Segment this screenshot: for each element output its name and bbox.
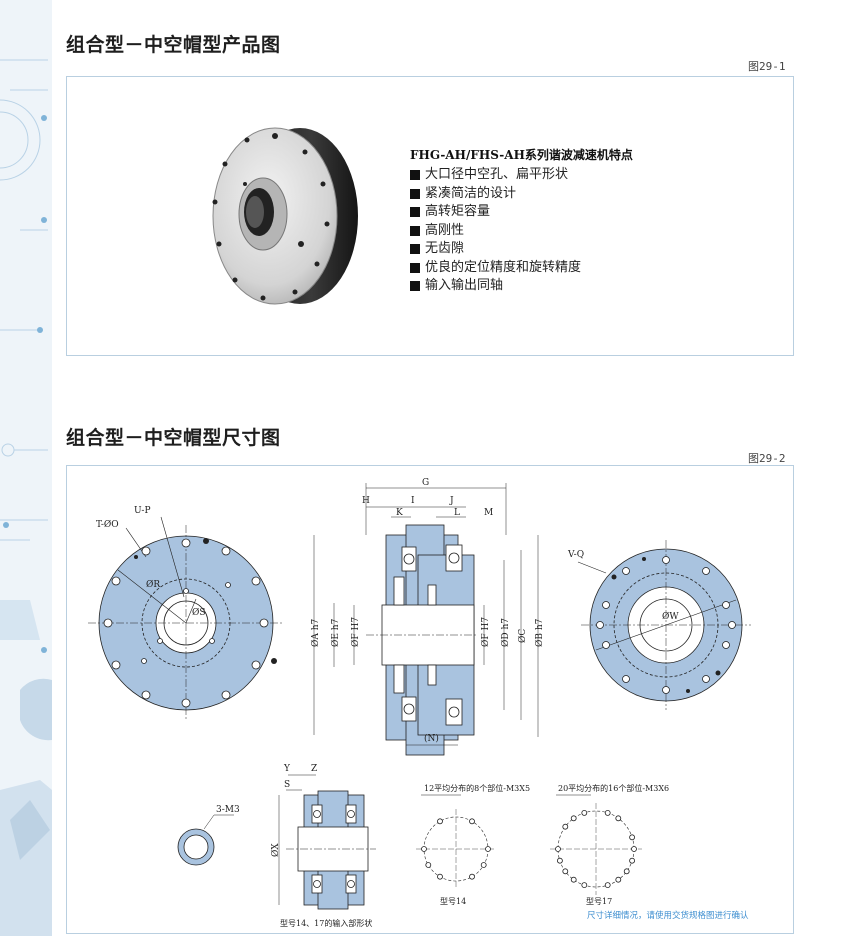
small-section-caption: 型号14、17的输入部形状 xyxy=(280,918,372,928)
feature-item: 优良的定位精度和旋转精度 xyxy=(410,259,633,278)
small-section-view xyxy=(278,774,376,910)
figure-label-29-1: 图29-1 xyxy=(748,60,786,73)
feature-item: 无齿隙 xyxy=(410,240,633,259)
dim-h: H xyxy=(362,496,370,506)
dim-j: J xyxy=(449,496,454,506)
pattern-14-view xyxy=(416,794,496,889)
product-photo xyxy=(212,127,358,305)
dim-k: K xyxy=(396,508,403,518)
dim-s: S xyxy=(284,780,290,790)
features-block: FHG-AH/FHS-AH系列谐波减速机特点 大口径中空孔、扁平形状 紧凑简洁的… xyxy=(410,146,633,296)
label-s: ØS xyxy=(192,607,206,618)
features-title: FHG-AH/FHS-AH系列谐波减速机特点 xyxy=(410,148,633,162)
dim-y: Y xyxy=(283,764,291,774)
feature-item: 紧凑简洁的设计 xyxy=(410,185,633,204)
pattern-17-note: 20平均分布的16个部位-M3X6 xyxy=(558,783,669,793)
pattern-17-view xyxy=(550,794,642,895)
pattern-14-note: 12平均分布的8个部位-M3X5 xyxy=(424,783,530,793)
bullet-square-icon xyxy=(410,188,420,199)
dim-f-right: ØF H7 xyxy=(480,617,491,647)
small-ring-view xyxy=(177,814,234,866)
dim-i: I xyxy=(411,496,415,506)
dim-d: ØD h7 xyxy=(500,618,511,647)
feature-item: 高转矩容量 xyxy=(410,203,633,222)
bullet-square-icon xyxy=(410,244,420,255)
feature-item: 输入输出同轴 xyxy=(410,277,633,296)
dim-x: ØX xyxy=(270,843,281,857)
right-front-view xyxy=(577,540,751,710)
label-w: ØW xyxy=(662,611,679,622)
label-v: V-Q xyxy=(567,550,584,560)
small-ring-label: 3-M3 xyxy=(216,805,240,815)
feature-item: 高刚性 xyxy=(410,222,633,241)
left-front-view xyxy=(88,516,284,721)
features-list: 大口径中空孔、扁平形状 紧凑简洁的设计 高转矩容量 高刚性 无齿隙 优良的定位精… xyxy=(410,166,633,296)
product-frame xyxy=(66,76,794,356)
section-view xyxy=(313,483,539,756)
dim-n: (N) xyxy=(424,733,439,744)
product-section-title: 组合型－中空帽型产品图 xyxy=(66,34,281,56)
footnote: 尺寸详细情况，请使用交货规格图进行确认 xyxy=(587,911,749,921)
dim-m: M xyxy=(484,508,493,518)
dimension-drawing: T-ØO U-P ØR ØS G H I J K L M ØA h7 ØE h7… xyxy=(88,478,751,928)
dim-g: G xyxy=(422,478,429,488)
feature-item: 大口径中空孔、扁平形状 xyxy=(410,166,633,185)
bullet-square-icon xyxy=(410,281,420,292)
figure-label-29-2: 图29-2 xyxy=(748,452,786,465)
dim-z: Z xyxy=(311,764,317,774)
dim-l: L xyxy=(454,508,460,518)
decorative-side-graphic xyxy=(0,0,52,936)
bullet-square-icon xyxy=(410,262,420,273)
dim-c: ØC xyxy=(517,629,528,643)
label-u: U-P xyxy=(134,506,151,516)
dim-e: ØE h7 xyxy=(330,618,341,647)
dim-b: ØB h7 xyxy=(534,618,545,647)
bullet-square-icon xyxy=(410,207,420,218)
dimension-section-title: 组合型－中空帽型尺寸图 xyxy=(66,427,281,449)
bullet-square-icon xyxy=(410,225,420,236)
pattern-17-caption: 型号17 xyxy=(586,897,612,906)
dim-f-left: ØF H7 xyxy=(350,617,361,647)
label-r: ØR xyxy=(146,579,160,590)
dim-a: ØA h7 xyxy=(310,618,321,647)
label-t: T-ØO xyxy=(96,519,119,530)
pattern-14-caption: 型号14 xyxy=(440,897,466,906)
bullet-square-icon xyxy=(410,170,420,181)
